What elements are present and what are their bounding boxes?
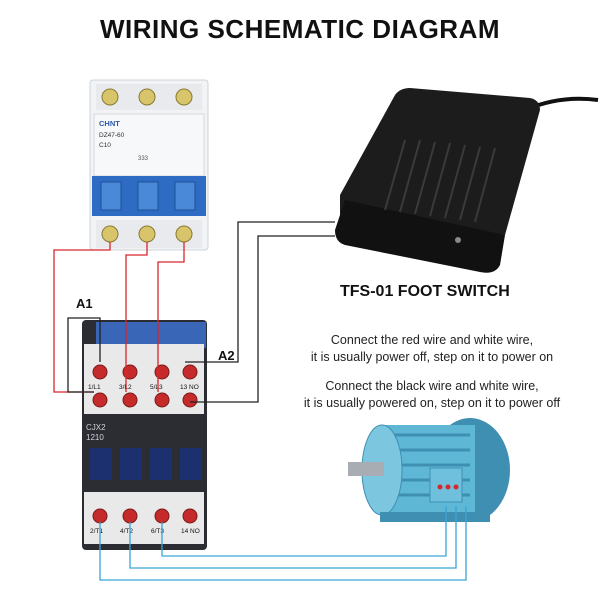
- contactor-coil-label: [96, 322, 206, 348]
- breaker-bottom-screws: [101, 225, 193, 243]
- black-wire-switch: [190, 235, 335, 403]
- breaker-marks: 333: [138, 156, 149, 162]
- contactor: 1/L1 3/L2 5/L3 13 NO CJX2 1210 2/T1 4/T2…: [82, 320, 207, 550]
- terminal-6-t3: 6/T3: [151, 528, 164, 535]
- terminal-4-t2: 4/T2: [120, 528, 133, 535]
- note-red-white: Connect the red wire and white wire, it …: [282, 332, 582, 366]
- contactor-bottom-terminals: [92, 508, 198, 524]
- contactor-model-line1: CJX2: [86, 423, 106, 432]
- circuit-breaker: CHNT DZ47-60 C10 333: [89, 79, 209, 251]
- breaker-top-screws: [101, 88, 193, 106]
- note-black-white: Connect the black wire and white wire, i…: [282, 378, 582, 412]
- foot-switch-image: [335, 88, 599, 273]
- black-wire-a1: [67, 317, 101, 393]
- terminal-2-t1: 2/T1: [90, 528, 103, 535]
- red-wire-l2: [125, 242, 148, 392]
- terminal-14-no: 14 NO: [181, 528, 200, 535]
- red-wire-l1: [53, 242, 111, 393]
- note-red-white-line2: it is usually power off, step on it to p…: [310, 350, 554, 364]
- page-title: WIRING SCHEMATIC DIAGRAM: [99, 14, 501, 44]
- blue-wire-t3: [161, 506, 447, 557]
- breaker-brand: CHNT: [99, 119, 120, 128]
- breaker-model: DZ47-60: [99, 132, 125, 139]
- blue-wire-t2: [129, 506, 457, 569]
- note-red-white-line1: Connect the red wire and white wire,: [330, 333, 534, 347]
- black-wire-a2: [185, 221, 335, 363]
- breaker-rating: C10: [99, 142, 111, 149]
- foot-switch-label: TFS-01 FOOT SWITCH: [340, 283, 510, 300]
- contactor-model-line2: 1210: [86, 433, 104, 442]
- motor-image: [348, 418, 510, 522]
- note-black-white-line2: it is usually powered on, step on it to …: [303, 396, 561, 410]
- terminal-5-l3: 5/L3: [150, 384, 163, 391]
- red-wire-l3: [157, 242, 185, 392]
- note-black-white-line1: Connect the black wire and white wire,: [325, 379, 539, 393]
- terminal-13-no: 13 NO: [180, 384, 199, 391]
- a2-label: A2: [218, 348, 235, 363]
- a1-label: A1: [76, 296, 93, 311]
- breaker-toggles: [92, 176, 206, 216]
- terminal-1-l1: 1/L1: [88, 384, 101, 391]
- blue-wire-t1: [99, 506, 467, 581]
- wires: [53, 221, 467, 581]
- contactor-mid-slots: [90, 448, 202, 480]
